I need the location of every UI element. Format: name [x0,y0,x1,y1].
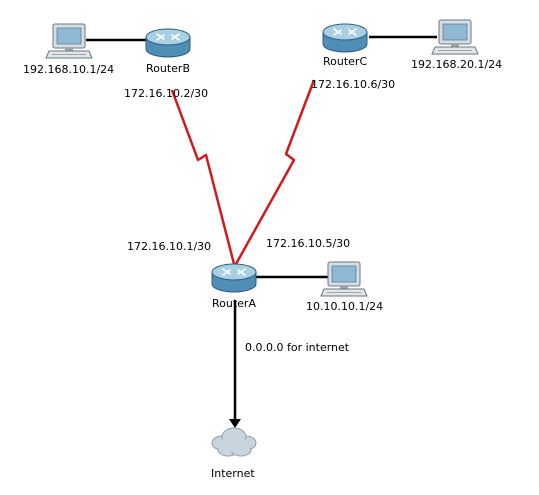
pc-c-icon[interactable] [431,19,479,55]
pc-b-ip-label: 192.168.10.1/24 [23,63,114,76]
router-b-serial-ip-label: 172.16.10.2/30 [124,87,208,100]
links-layer [86,35,437,428]
router-c-name-label: RouterC [323,55,367,68]
serial-link-router-c-router-a[interactable] [234,79,316,265]
router-c-serial-ip-label: 172.16.10.6/30 [311,78,395,91]
pc-b-icon[interactable] [45,23,93,59]
router-a-to-b-ip-label: 172.16.10.1/30 [127,240,211,253]
internet-cloud-icon[interactable] [211,427,257,457]
router-c-icon[interactable] [322,23,368,53]
pc-a-icon[interactable] [320,261,368,297]
pc-c-ip-label: 192.168.20.1/24 [411,58,502,71]
router-b-name-label: RouterB [146,62,190,75]
router-a-name-label: RouterA [212,297,256,310]
default-route-label: 0.0.0.0 for internet [245,341,350,354]
serial-link-router-b-router-a[interactable] [170,89,236,265]
labels-layer: 192.168.10.1/24 RouterB RouterC 192.168.… [23,55,502,480]
internet-cloud-label: Internet [211,467,255,480]
devices-layer [45,19,479,457]
router-a-to-c-ip-label: 172.16.10.5/30 [266,237,350,250]
pc-a-ip-label: 10.10.10.1/24 [306,300,383,313]
router-a-icon[interactable] [211,263,257,293]
router-b-icon[interactable] [145,28,191,58]
default-route-arrowhead [229,419,241,428]
